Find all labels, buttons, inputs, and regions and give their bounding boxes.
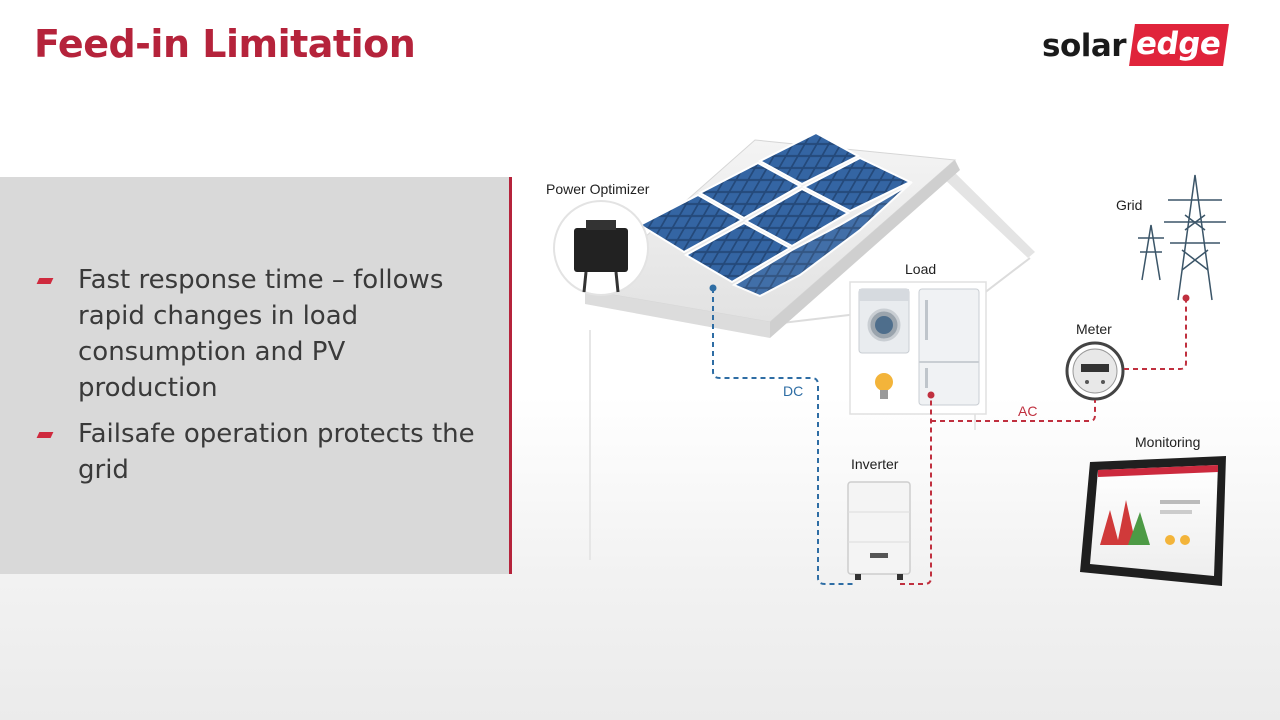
logo-text-solar: solar [1042, 28, 1127, 64]
ac-wire [900, 298, 1187, 585]
dc-connection-dot [709, 284, 717, 292]
grid-connection-dot [1182, 294, 1190, 302]
light-bulb-icon [875, 373, 893, 399]
label-meter: Meter [1076, 321, 1112, 337]
solar-panel-icon [637, 131, 913, 298]
refrigerator-icon [918, 288, 980, 406]
dc-wire [712, 288, 856, 585]
tablet-monitoring-icon [1080, 456, 1226, 586]
label-load: Load [905, 261, 937, 277]
meter-icon [1065, 341, 1125, 401]
load-appliances [849, 281, 987, 415]
inverter-icon [847, 481, 911, 580]
washing-machine-icon [858, 288, 910, 354]
bullet-item: Fast response time – follows rapid chang… [36, 262, 486, 406]
label-ac: AC [1018, 403, 1038, 419]
load-connection-dot [927, 391, 935, 399]
bullet-text: Failsafe operation protects the grid [78, 419, 475, 485]
power-optimizer-icon [553, 200, 649, 296]
slide-title: Feed-in Limitation [34, 22, 416, 66]
label-dc: DC [783, 383, 804, 399]
content-panel [0, 177, 512, 574]
bullet-list: Fast response time – follows rapid chang… [36, 262, 486, 498]
label-grid: Grid [1116, 197, 1143, 213]
power-tower-icon [1138, 174, 1226, 301]
label-inverter: Inverter [851, 456, 899, 472]
label-power-optimizer: Power Optimizer [546, 181, 650, 197]
bullet-text: Fast response time – follows rapid chang… [78, 265, 444, 403]
label-monitoring: Monitoring [1135, 434, 1201, 450]
bullet-item: Failsafe operation protects the grid [36, 416, 486, 488]
